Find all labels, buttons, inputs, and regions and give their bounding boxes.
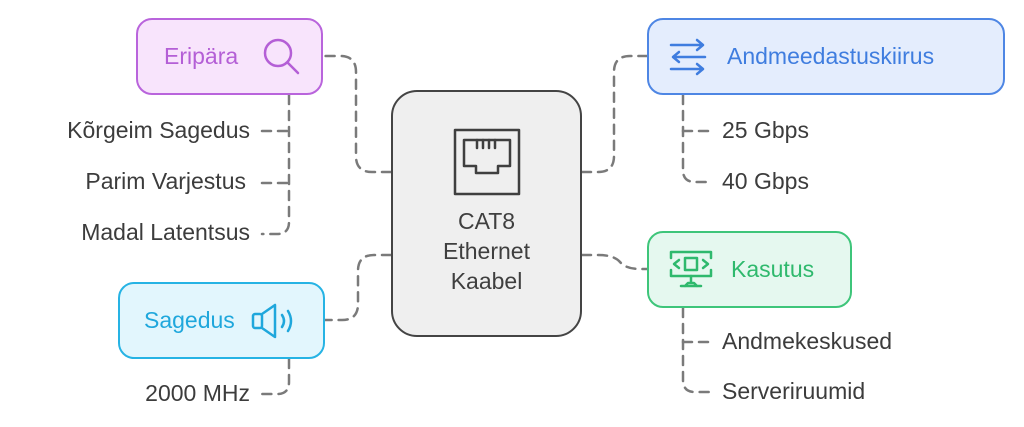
usage-item: Andmekeskused	[722, 328, 893, 354]
link-features-leaves	[260, 93, 291, 236]
speaker-icon	[251, 301, 297, 341]
features-item: Kõrgeim Sagedus	[67, 117, 250, 143]
frequency-item: 2000 MHz	[145, 380, 250, 406]
monitor-code-icon	[669, 250, 713, 290]
usage-node[interactable]: Kasutus	[647, 231, 852, 308]
ethernet-port-icon	[453, 128, 521, 196]
link-usage-leaves	[681, 306, 712, 394]
link-center-speed	[580, 54, 649, 174]
usage-label: Kasutus	[731, 256, 815, 282]
center-title-line-2: Ethernet	[443, 238, 530, 264]
arrows-exchange-icon	[669, 38, 707, 76]
link-speed-leaves	[681, 93, 712, 184]
search-icon	[260, 35, 304, 79]
link-center-features	[321, 54, 393, 174]
features-label: Eripära	[164, 43, 239, 69]
speed-label: Andmeedastuskiirus	[727, 43, 935, 69]
features-item: Parim Varjestus	[85, 168, 246, 194]
usage-item: Serveriruumid	[722, 378, 866, 404]
link-frequency-leaf	[260, 357, 291, 396]
features-item: Madal Latentsus	[81, 219, 250, 245]
speed-item: 40 Gbps	[722, 168, 809, 194]
speed-item: 25 Gbps	[722, 117, 809, 143]
frequency-node[interactable]: Sagedus	[118, 282, 325, 359]
link-center-frequency	[323, 253, 393, 322]
center-title-line-1: CAT8	[457, 208, 516, 234]
center-title-line-3: Kaabel	[450, 268, 523, 294]
speed-node[interactable]: Andmeedastuskiirus	[647, 18, 1005, 95]
frequency-label: Sagedus	[144, 307, 235, 333]
features-node[interactable]: Eripära	[136, 18, 323, 95]
center-node[interactable]: CAT8 Ethernet Kaabel	[391, 90, 582, 337]
link-center-usage	[580, 253, 649, 271]
